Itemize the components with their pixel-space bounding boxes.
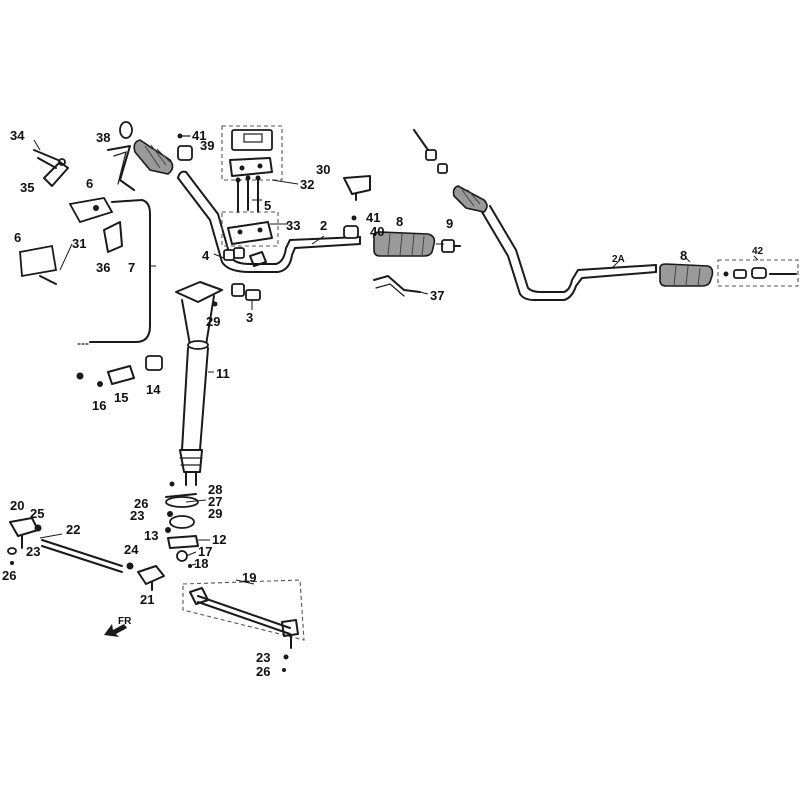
callout-29a: 29 xyxy=(206,314,220,329)
switch-30 xyxy=(343,175,371,201)
parking-brake-bracket-34 xyxy=(33,149,66,169)
tie-rod-end-21 xyxy=(126,562,165,591)
callout-25: 25 xyxy=(30,506,44,521)
cover-36 xyxy=(103,221,123,253)
right-grip-top xyxy=(413,129,488,213)
small-parts-14-15-16 xyxy=(76,355,163,387)
callout-6b: 6 xyxy=(14,230,21,245)
callout-4: 4 xyxy=(202,248,210,263)
switch-housing-32 xyxy=(221,125,283,181)
throttle-case-6b xyxy=(19,244,58,285)
callout-19: 19 xyxy=(242,570,256,585)
callout-12: 12 xyxy=(212,532,226,547)
grip-end-9 xyxy=(441,239,461,253)
callout-26a: 26 xyxy=(134,496,148,511)
lever-35 xyxy=(43,161,69,187)
callout-37: 37 xyxy=(430,288,444,303)
callout-3: 3 xyxy=(246,310,253,325)
callout-36: 36 xyxy=(96,260,110,275)
callout-8a: 8 xyxy=(396,214,403,229)
callout-14: 14 xyxy=(146,382,161,397)
cable-bracket-38 xyxy=(107,145,135,191)
callout-8b: 8 xyxy=(680,248,687,263)
callout-27: 27 xyxy=(208,494,222,509)
callout-20: 20 xyxy=(10,498,24,513)
callout-29b: 29 xyxy=(208,506,222,521)
callout-26b: 26 xyxy=(2,568,16,583)
bolt-41-top xyxy=(177,133,191,139)
callout-11: 11 xyxy=(216,366,230,381)
stem-bearing-stack xyxy=(165,481,199,568)
leader-lines xyxy=(33,139,759,585)
callout-35: 35 xyxy=(20,180,34,195)
left-grip xyxy=(119,121,174,175)
bolt-29-left xyxy=(212,301,218,307)
callout-22: 22 xyxy=(66,522,80,537)
callout-26c: 26 xyxy=(256,664,270,679)
weight-40 xyxy=(343,225,359,239)
callout-23a: 23 xyxy=(130,508,144,523)
collar-39 xyxy=(177,145,193,161)
right-grip-8 xyxy=(372,231,436,257)
bolts-5 xyxy=(235,175,261,213)
bolt-41-mid xyxy=(351,215,357,221)
svg-text:FR: FR xyxy=(118,616,132,627)
callout-21: 21 xyxy=(140,592,154,607)
cable-bracket-37 xyxy=(373,275,421,297)
callout-5: 5 xyxy=(264,198,271,213)
grip-end-set-42 xyxy=(717,259,799,287)
callout-7: 7 xyxy=(128,260,135,275)
callout-18: 18 xyxy=(194,556,208,571)
callout-39: 39 xyxy=(200,138,214,153)
callout-30: 30 xyxy=(316,162,330,177)
callout-28: 28 xyxy=(208,482,222,497)
throttle-cable-7 xyxy=(77,199,151,345)
callout-42: 42 xyxy=(752,246,764,257)
callout-23c: 23 xyxy=(256,650,270,665)
throttle-housing-6 xyxy=(68,197,114,224)
callout-17: 17 xyxy=(198,544,212,559)
callout-6a: 6 xyxy=(86,176,93,191)
callout-41b: 41 xyxy=(366,210,380,225)
front-direction-arrow-icon: FR xyxy=(104,616,132,637)
callout-32: 32 xyxy=(300,177,314,192)
callout-16: 16 xyxy=(92,398,106,413)
callout-41a: 41 xyxy=(192,128,206,143)
callout-numbers: 2 2A 3 4 5 6 6 7 8 8 9 11 12 13 14 15 16… xyxy=(2,128,764,679)
upper-holder-33 xyxy=(221,211,279,247)
lower-holders xyxy=(223,247,267,301)
handlebar-right xyxy=(481,205,657,301)
callout-33: 33 xyxy=(286,218,300,233)
callout-2a: 2A xyxy=(612,254,625,265)
callout-38: 38 xyxy=(96,130,110,145)
steering-stem xyxy=(175,281,223,486)
callout-31: 31 xyxy=(72,236,86,251)
callout-15: 15 xyxy=(114,390,128,405)
tie-rod-assembly-19 xyxy=(182,579,305,672)
right-grip-8b xyxy=(659,263,714,287)
callout-2: 2 xyxy=(320,218,327,233)
callout-34: 34 xyxy=(10,128,25,143)
callout-24: 24 xyxy=(124,542,139,557)
tie-rod-22 xyxy=(7,517,123,573)
callout-40: 40 xyxy=(370,224,384,239)
callout-23b: 23 xyxy=(26,544,40,559)
callout-13: 13 xyxy=(144,528,158,543)
callout-9: 9 xyxy=(446,216,453,231)
